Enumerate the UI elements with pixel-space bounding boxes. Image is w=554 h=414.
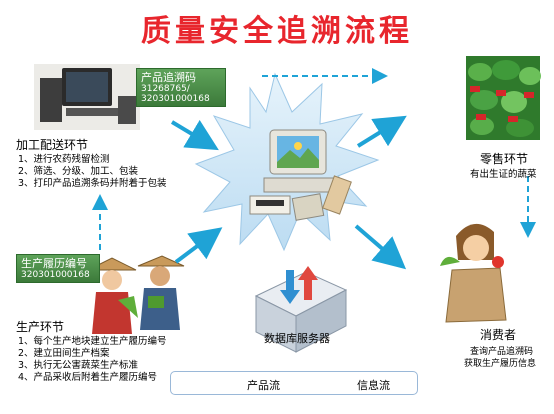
product-code-line1: 31268765/ [141,84,190,94]
consumer-heading: 消费者 [480,328,517,342]
processing-item: 2、筛选、分级、加工、包装 [18,166,139,177]
database-server-icon [254,266,348,353]
production-item: 4、产品采收后附着生产履历编号 [18,372,158,383]
history-number-label: 生产履历编号 [21,257,87,270]
consumer-line2: 获取生产履历信息 [464,359,537,369]
production-heading: 生产环节 [16,320,65,334]
server-label: 数据库服务器 [264,332,330,345]
production-item: 2、建立田间生产档案 [18,348,110,359]
product-code-line2: 320301000168 [141,94,210,104]
history-number-tag: 生产履历编号 320301000168 [16,254,100,283]
legend-product-flow: 产品流 [247,379,280,392]
info-flow-arrow-processing [170,119,219,151]
computer-workstation-icon [249,129,352,221]
processing-computer-icon [34,64,140,130]
consumer-line1: 查询产品追溯码 [470,347,534,357]
production-list: 1、每个生产地块建立生产履历编号 2、建立田间生产档案 3、执行无公害蔬菜生产标… [18,336,167,384]
retail-caption: 有出生证的蔬菜 [470,169,537,180]
info-flow-arrow-consumer [354,224,407,270]
history-number-value: 320301000168 [21,270,90,280]
processing-heading: 加工配送环节 [16,138,89,152]
info-flow-arrow-production [174,227,223,264]
retail-heading: 零售环节 [480,152,529,166]
production-item: 1、每个生产地块建立生产履历编号 [18,336,167,347]
consumer-illustration [440,223,507,323]
info-flow-arrow-retail [356,115,407,148]
processing-item: 1、进行农药残留检测 [18,154,110,165]
product-code-label: 产品追溯码 [141,71,196,84]
legend: 产品流 信息流 [170,371,418,395]
vegetables-photo [466,56,541,140]
farmers-illustration [87,255,185,334]
page-title: 质量安全追溯流程 [141,14,413,49]
product-code-tag: 产品追溯码 31268765/ 320301000168 [136,68,226,107]
legend-info-flow: 信息流 [357,379,390,392]
production-item: 3、执行无公害蔬菜生产标准 [18,360,139,371]
processing-item: 3、打印产品追溯条码并附着于包装 [18,178,167,189]
processing-list: 1、进行农药残留检测 2、筛选、分级、加工、包装 3、打印产品追溯条码并附着于包… [18,154,167,190]
